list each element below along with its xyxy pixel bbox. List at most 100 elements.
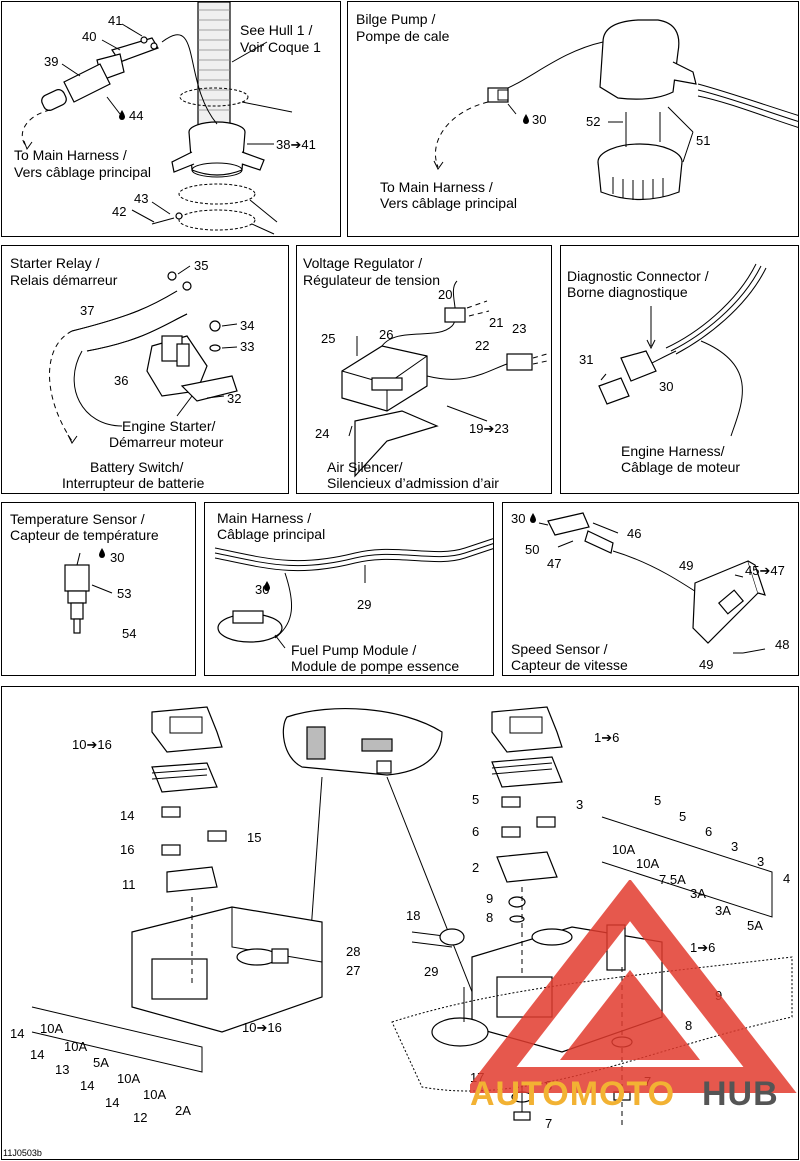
engine-harness-line2: Câblage de moteur — [621, 459, 741, 475]
bilge-to-main-line1: To Main Harness / — [380, 179, 493, 195]
callout-36: 36 — [114, 373, 129, 388]
callout-53: 53 — [117, 586, 132, 601]
right-fuse-0-amp: 10A — [612, 842, 636, 857]
right-fuse-2-num: 6 — [705, 824, 713, 839]
diag-title-line1: Diagnostic Connector / — [567, 268, 709, 284]
left-fuse-5-num: 12 — [133, 1110, 148, 1125]
callout-40: 40 — [82, 29, 97, 44]
left-fuse-3-num: 14 — [80, 1078, 95, 1093]
callout-33: 33 — [240, 339, 255, 354]
bilge-pump-drawing — [433, 19, 798, 201]
vr-title-line1: Voltage Regulator / — [303, 255, 423, 271]
callout-30-diag: 30 — [659, 379, 674, 394]
left-fuse-4-amp: 10A — [143, 1087, 167, 1102]
callout-44: 44 — [129, 108, 144, 123]
callout-29-mh: 29 — [357, 597, 372, 612]
watermark-text-part2: HUB — [702, 1075, 779, 1113]
fuse-callout-28: 28 — [346, 944, 361, 959]
callout-30-mh: 30 — [255, 582, 270, 597]
callout-30-speed: 30 — [511, 511, 526, 526]
callout-38-41: 38➔41 — [276, 137, 316, 152]
callout-48: 48 — [775, 637, 790, 652]
panel-speed-sensor: 30 46 50 47 49 45➔47 48 49 Speed Sensor … — [502, 502, 799, 676]
panel-bilge-pump: Bilge Pump / Pompe de cale 30 52 51 To M… — [347, 1, 799, 237]
to-main-line2: Vers câblage principal — [14, 164, 151, 180]
air-silencer-line1: Air Silencer/ — [327, 459, 403, 475]
left-fuse-0-num: 14 — [10, 1026, 25, 1041]
see-hull-line2: Voir Coque 1 — [240, 39, 321, 55]
callout-34: 34 — [240, 318, 255, 333]
callout-24: 24 — [315, 426, 330, 441]
left-fuse-4-num: 14 — [105, 1095, 120, 1110]
left-fuse-5-amp: 2A — [175, 1103, 191, 1118]
callout-39: 39 — [44, 54, 59, 69]
callout-41: 41 — [108, 13, 123, 28]
callout-51: 51 — [696, 133, 711, 148]
main-harness-drawing — [214, 538, 493, 649]
right-fuse-4-amp: 3A — [715, 903, 731, 918]
callout-49-top: 49 — [679, 558, 694, 573]
mh-title-line2: Câblage principal — [217, 526, 326, 542]
fuse-callout-10-16-top: 10➔16 — [72, 737, 112, 752]
fuse-callout-9-top: 9 — [486, 891, 494, 906]
callout-32: 32 — [227, 391, 242, 406]
fuse-callout-10-16-bottom: 10➔16 — [242, 1020, 282, 1035]
bilge-title-line1: Bilge Pump / — [356, 11, 436, 27]
right-fuse-1-amp: 10A — [636, 856, 660, 871]
callout-43: 43 — [134, 191, 149, 206]
hull-wiring-drawing — [21, 2, 293, 235]
callout-31: 31 — [579, 352, 594, 367]
right-fuse-3-amp: 3A — [690, 886, 706, 901]
battery-switch-line2: Interrupteur de batterie — [62, 475, 205, 491]
diagnostic-drawing — [598, 263, 767, 437]
starter-title-line2: Relais démarreur — [10, 272, 118, 288]
fuse-callout-8-mid: 8 — [685, 1018, 693, 1033]
fuse-callout-8-top: 8 — [486, 910, 494, 925]
right-fuse-1-num: 5 — [679, 809, 687, 824]
callout-30: 30 — [532, 112, 547, 127]
temp-title-line1: Temperature Sensor / — [10, 511, 145, 527]
callout-21: 21 — [489, 315, 504, 330]
callout-42: 42 — [112, 204, 127, 219]
panel-hull-wiring: 41 40 39 44 38➔41 43 42 See Hull 1 / Voi… — [1, 1, 341, 237]
starter-title-line1: Starter Relay / — [10, 255, 100, 271]
temp-title-line2: Capteur de température — [10, 527, 159, 543]
panel-temperature: Temperature Sensor / Capteur de températ… — [1, 502, 196, 676]
callout-30-temp: 30 — [110, 550, 125, 565]
right-fuse-2-amp: 7.5A — [659, 872, 686, 887]
drawing-code: 11J0503b — [3, 1148, 42, 1158]
speed-title-line1: Speed Sensor / — [511, 641, 608, 657]
fuse-callout-29: 29 — [424, 964, 439, 979]
fuse-callout-27: 27 — [346, 963, 361, 978]
right-fuse-5-num: 4 — [783, 871, 791, 886]
callout-50: 50 — [525, 542, 540, 557]
callout-20: 20 — [438, 287, 453, 302]
automotohub-watermark: AUTOMOTO HUB — [470, 880, 800, 1140]
air-silencer-line2: Silencieux d’admission d’air — [327, 475, 499, 491]
voltage-regulator-drawing — [341, 280, 548, 478]
see-hull-line1: See Hull 1 / — [240, 22, 313, 38]
fuse-callout-2: 2 — [472, 860, 480, 875]
watermark-text-part1: AUTOMOTO — [470, 1075, 676, 1113]
vr-title-line2: Régulateur de tension — [303, 272, 440, 288]
fuse-callout-16: 16 — [120, 842, 135, 857]
callout-46: 46 — [627, 526, 642, 541]
to-main-line1: To Main Harness / — [14, 147, 127, 163]
fuse-callout-14: 14 — [120, 808, 135, 823]
callout-22: 22 — [475, 338, 490, 353]
callout-26: 26 — [379, 327, 394, 342]
panel-main-harness: Main Harness / Câblage principal 30 29 F… — [204, 502, 494, 676]
fuse-callout-1-6-top: 1➔6 — [594, 730, 620, 745]
fuse-callout-1-6-mid: 1➔6 — [690, 940, 716, 955]
callout-47: 47 — [547, 556, 562, 571]
battery-switch-line1: Battery Switch/ — [90, 459, 184, 475]
fuse-callout-18: 18 — [406, 908, 421, 923]
fuel-pump-line2: Module de pompe essence — [291, 658, 460, 674]
bilge-title-line2: Pompe de cale — [356, 28, 450, 44]
right-fuse-5-amp: 5A — [747, 918, 763, 933]
left-fuse-0-amp: 10A — [40, 1021, 64, 1036]
left-fuse-1-amp: 10A — [64, 1039, 88, 1054]
temperature-drawing — [64, 548, 113, 634]
callout-35: 35 — [194, 258, 209, 273]
panel-diagnostic: Diagnostic Connector / Borne diagnostiqu… — [560, 245, 799, 494]
